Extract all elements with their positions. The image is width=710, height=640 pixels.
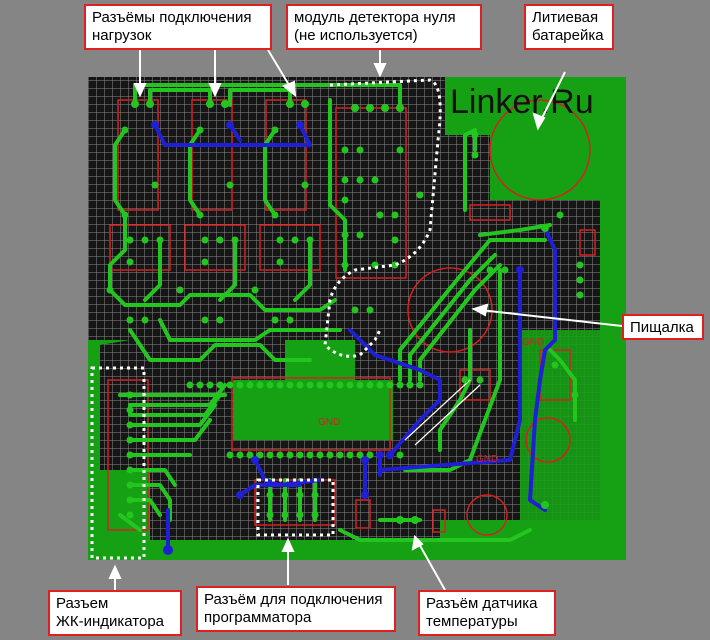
via-pads [151,121,524,499]
callout-arrows [108,49,623,592]
callout-load-connectors: Разъёмы подключения нагрузок [84,4,272,50]
callout-zero-detector: модуль детектора нуля (не используется) [286,4,482,50]
gnd-label: GND [522,337,544,348]
pads [106,100,584,524]
lcd-connector-outline [90,366,146,560]
via [163,545,173,555]
programmer-connector-outline [256,478,335,537]
thin-traces [404,379,481,446]
callout-battery: Литиевая батарейка [524,4,614,50]
callout-programmer-connector: Разъём для подключения программатора [196,586,396,632]
gnd-label: GND [318,417,340,428]
blue-traces [153,123,557,552]
callout-buzzer: Пищалка [622,314,704,340]
callout-temp-sensor-connector: Разъём датчика температуры [418,590,556,636]
gnd-label: GND [476,454,498,465]
board-grid-area [88,77,600,540]
ground-pour-center [233,380,393,440]
linker-logo: Linker.Ru [450,83,594,121]
callout-lcd-connector: Разъем ЖК-индикатора [48,590,182,636]
green-traces [108,83,577,542]
